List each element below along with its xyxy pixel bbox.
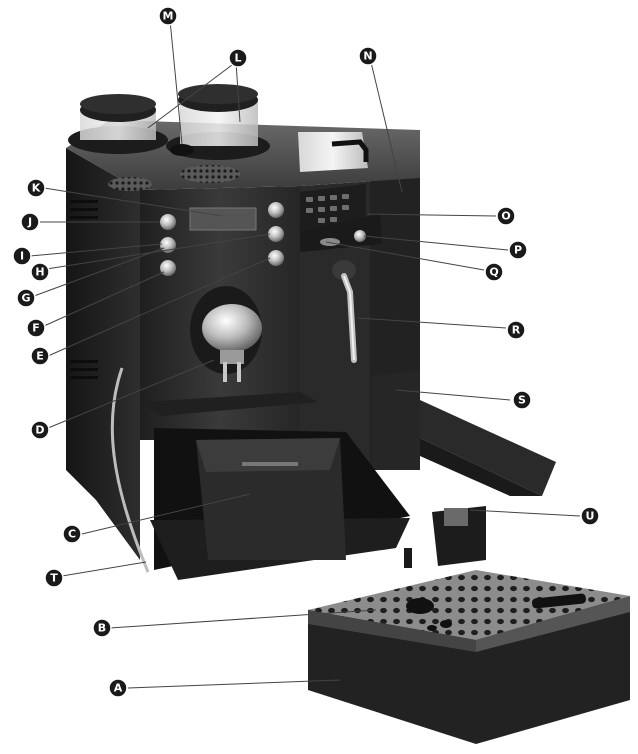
- callout-a: A: [108, 678, 128, 698]
- callout-label-q: Q: [489, 266, 498, 279]
- callout-i: I: [12, 246, 32, 266]
- callout-label-b: B: [98, 622, 106, 635]
- callout-label-o: O: [501, 210, 510, 223]
- machine-body: [66, 84, 556, 573]
- callout-label-n: N: [363, 50, 372, 63]
- callout-p: P: [508, 240, 528, 260]
- bean-hopper-left: [68, 94, 168, 154]
- callout-m: M: [158, 6, 178, 26]
- callout-r: R: [506, 320, 526, 340]
- callout-h: H: [30, 262, 50, 282]
- callout-label-s: S: [518, 394, 526, 407]
- callout-label-p: P: [514, 244, 522, 257]
- callout-n: N: [358, 46, 378, 66]
- small-container: [432, 506, 486, 566]
- callout-label-u: U: [586, 510, 595, 523]
- coffee-spout: [202, 304, 262, 382]
- callout-label-l: L: [234, 52, 241, 65]
- callout-e: E: [30, 346, 50, 366]
- callout-k: K: [26, 178, 46, 198]
- keypad: [300, 184, 366, 232]
- callout-b: B: [92, 618, 112, 638]
- callout-g: G: [16, 288, 36, 308]
- leader-lines: [29, 19, 581, 689]
- drip-tray: [308, 548, 630, 744]
- callout-q: Q: [484, 262, 504, 282]
- callouts: A B C D E F G H I J K L M N O P Q R S T …: [12, 6, 600, 698]
- callout-label-d: D: [35, 424, 44, 437]
- steam-nozzle: [332, 260, 357, 363]
- callout-label-e: E: [36, 350, 44, 363]
- grounds-container: [196, 438, 346, 560]
- water-tank: [298, 132, 369, 172]
- callout-c: C: [62, 524, 82, 544]
- callout-s: S: [512, 390, 532, 410]
- callout-o: O: [496, 206, 516, 226]
- callout-f: F: [26, 318, 46, 338]
- side-door: [420, 400, 556, 496]
- callout-label-r: R: [512, 324, 521, 337]
- callout-label-j: J: [27, 216, 32, 229]
- callout-label-h: H: [35, 266, 44, 279]
- callout-t: T: [44, 568, 64, 588]
- callout-l: L: [228, 48, 248, 68]
- callout-label-c: C: [68, 528, 76, 541]
- callout-label-a: A: [114, 682, 123, 695]
- callout-label-f: F: [32, 322, 40, 335]
- callout-label-m: M: [163, 10, 174, 23]
- callout-label-i: I: [20, 250, 24, 263]
- callout-label-k: K: [32, 182, 41, 195]
- callout-label-g: G: [21, 292, 30, 305]
- callout-label-t: T: [50, 572, 58, 585]
- callout-d: D: [30, 420, 50, 440]
- callout-j: J: [20, 212, 40, 232]
- callout-u: U: [580, 506, 600, 526]
